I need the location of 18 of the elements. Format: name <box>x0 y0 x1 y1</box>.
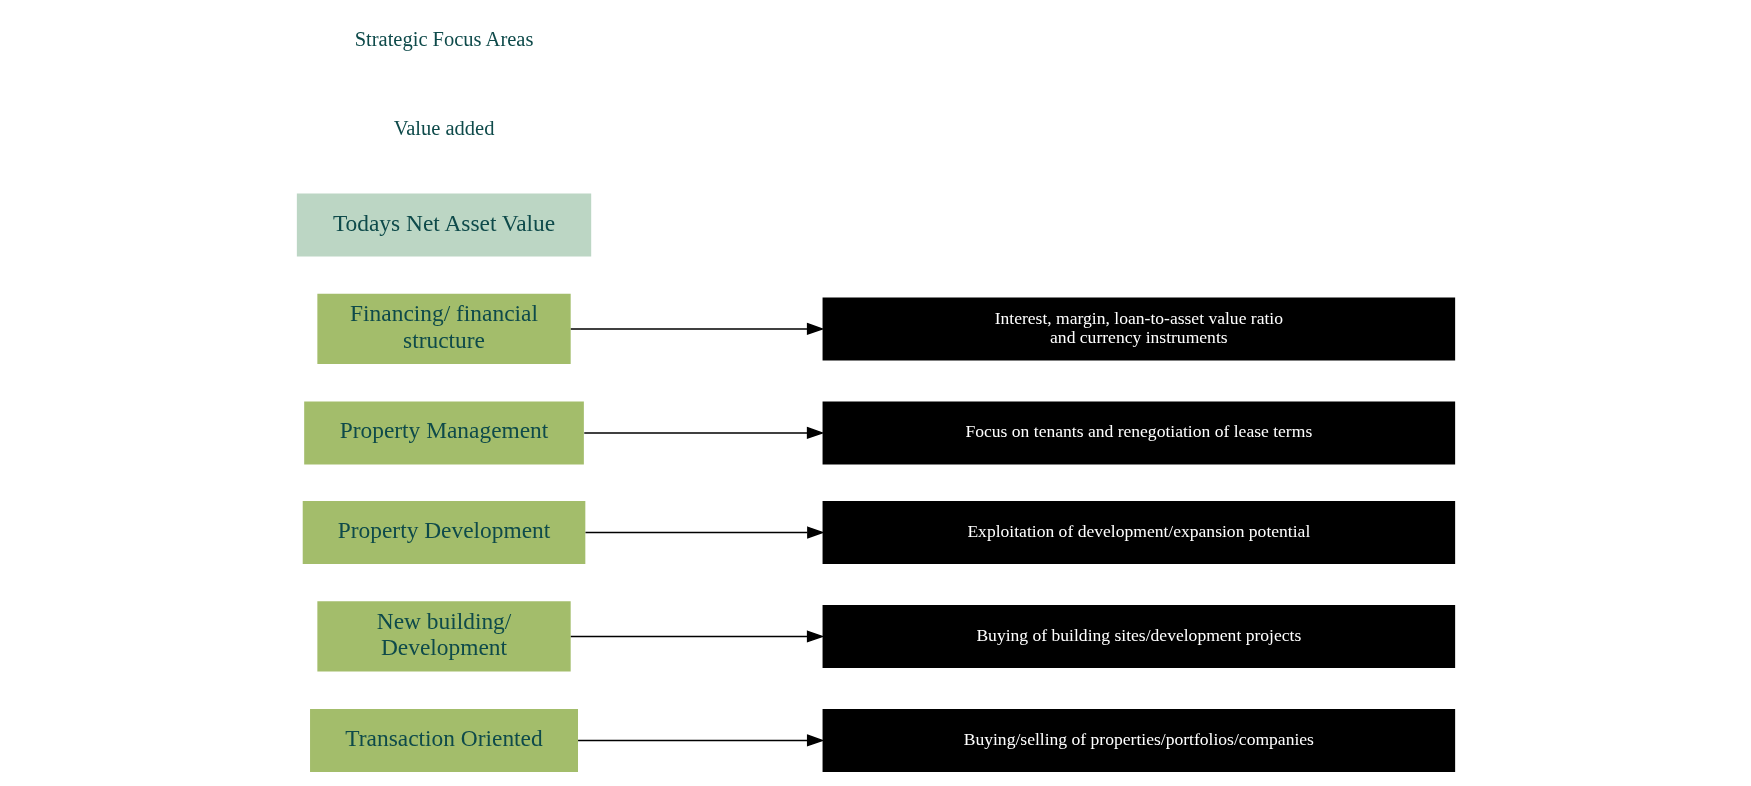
node-box: Exploitation of development/expansion potential <box>822 501 1455 564</box>
node-box: Buying of building sites/development projects <box>822 604 1455 668</box>
arrow <box>584 526 825 539</box>
arrow <box>576 734 825 747</box>
node-box: Financing/ financial structure <box>316 293 571 365</box>
label: Strategic Focus Areas <box>354 27 533 50</box>
arrow <box>583 426 824 440</box>
node-box: Focus on tenants and renegotiation of lease terms <box>822 401 1455 465</box>
label: Value added <box>393 117 494 140</box>
node-box: New building/ Development <box>316 601 571 672</box>
node-box: Todays Net Asset Value <box>296 193 591 257</box>
node-box: Buying/selling of properties/portfolios/companies <box>822 708 1455 772</box>
node-box: Property Management <box>303 401 584 465</box>
node-box: Transaction Oriented <box>309 708 578 772</box>
arrow <box>569 322 824 336</box>
node-box: Interest, margin, loan-to-asset value ratio and currency instruments <box>822 297 1455 361</box>
node-box: Property Development <box>302 501 585 564</box>
arrow <box>569 630 824 643</box>
